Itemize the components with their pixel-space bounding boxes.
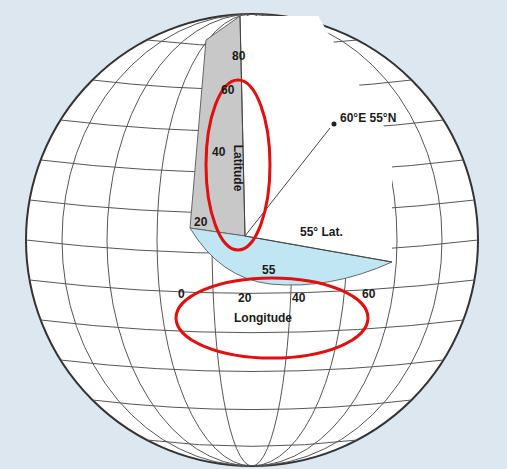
coordinate-label: 55° Lat.: [300, 226, 343, 238]
globe-grid: [26, 14, 478, 466]
degree-number: 55: [262, 264, 275, 276]
axis-title: Longitude: [234, 312, 292, 324]
degree-number: 60: [362, 288, 375, 300]
degree-number: 0: [178, 288, 185, 300]
degree-number: 40: [292, 292, 305, 304]
radius-line: [245, 236, 392, 262]
degree-number: 60: [221, 84, 234, 96]
degree-number: 20: [238, 292, 251, 304]
white-wedge: [240, 16, 392, 262]
radius-line: [245, 128, 330, 236]
highlight-ellipse: [206, 80, 270, 250]
highlight-ellipse: [176, 278, 368, 358]
grey-wedge: [190, 16, 245, 236]
degree-number: 40: [212, 146, 225, 158]
location-dot: [332, 122, 337, 127]
axis-title: Latitude: [232, 145, 244, 192]
globe-outline: [26, 14, 478, 466]
degree-number: 80: [232, 50, 245, 62]
degree-number: 20: [194, 216, 207, 228]
axis-line: [240, 16, 245, 236]
coordinate-label: 60°E 55°N: [340, 112, 396, 124]
